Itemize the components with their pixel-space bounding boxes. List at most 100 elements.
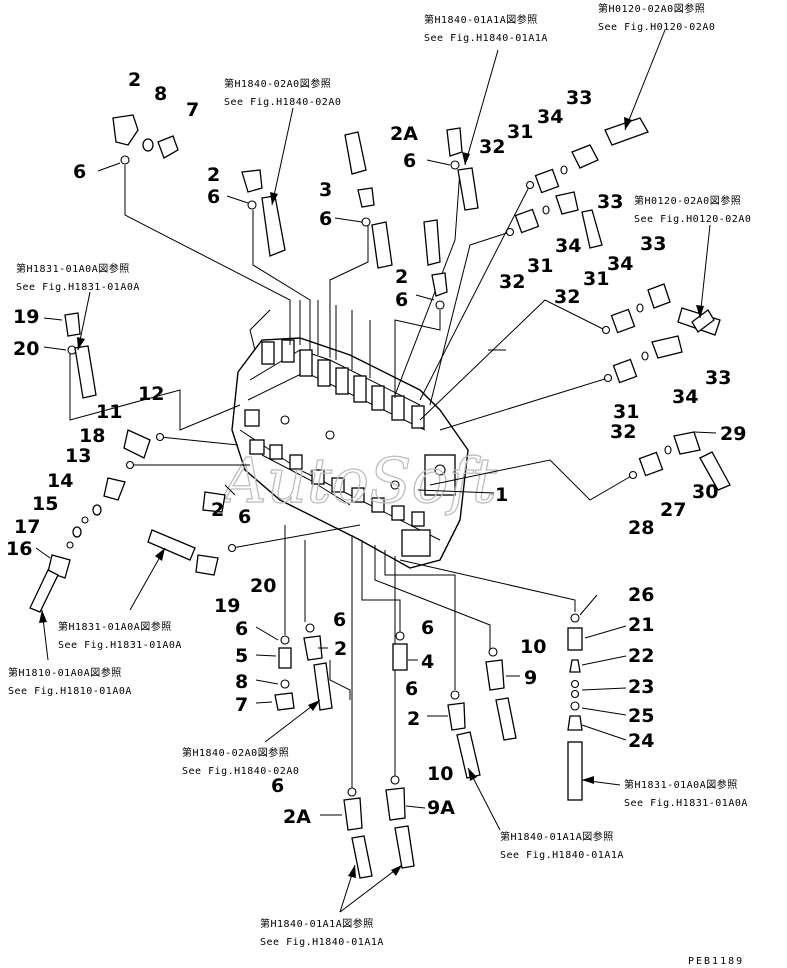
callout-2: 2 (395, 266, 408, 288)
leader-lines (69, 165, 634, 790)
svg-text:See Fig.H1840-01A1A: See Fig.H1840-01A1A (260, 937, 384, 948)
svg-text:第H1840-02A0図参照: 第H1840-02A0図参照 (182, 746, 289, 759)
callout-6: 6 (271, 775, 284, 797)
svg-text:See Fig.H1840-01A1A: See Fig.H1840-01A1A (424, 33, 548, 44)
svg-text:第H1831-01A0A図参照: 第H1831-01A0A図参照 (624, 778, 738, 791)
svg-text:第H1840-01A1A図参照: 第H1840-01A1A図参照 (500, 830, 614, 843)
callout-32: 32 (499, 271, 525, 293)
svg-text:See Fig.H1840-02A0: See Fig.H1840-02A0 (224, 97, 341, 108)
svg-text:第H1831-01A0A図参照: 第H1831-01A0A図参照 (58, 620, 172, 633)
ref-h1831-01a0a-left: 第H1831-01A0A図参照 See Fig.H1831-01A0A (16, 262, 140, 293)
svg-text:第H1810-01A0A図参照: 第H1810-01A0A図参照 (8, 666, 122, 679)
ref-h1810-01a0a: 第H1810-01A0A図参照 See Fig.H1810-01A0A (8, 666, 132, 697)
callout-6: 6 (73, 161, 86, 183)
callout-26: 26 (628, 584, 654, 606)
callout-31: 31 (583, 268, 609, 290)
callout-10: 10 (427, 763, 453, 785)
callout-14: 14 (47, 470, 73, 492)
callout-2: 2 (211, 499, 224, 521)
callout-22: 22 (628, 645, 654, 667)
callout-6: 6 (403, 150, 416, 172)
callout-6: 6 (405, 678, 418, 700)
callout-20: 20 (250, 575, 276, 597)
ref-h1831-01a0a-right: 第H1831-01A0A図参照 See Fig.H1831-01A0A (624, 778, 748, 809)
callout-2: 2 (407, 708, 420, 730)
callout-2: 2 (128, 69, 141, 91)
callout-6: 6 (395, 289, 408, 311)
callout-2A: 2A (390, 123, 418, 145)
callout-32: 32 (554, 286, 580, 308)
svg-text:See Fig.H1840-02A0: See Fig.H1840-02A0 (182, 766, 299, 777)
callout-33: 33 (597, 191, 623, 213)
callout-25: 25 (628, 705, 654, 727)
callout-8: 8 (154, 83, 167, 105)
callout-24: 24 (628, 730, 654, 752)
ref-h1831-01a0a-lower-left: 第H1831-01A0A図参照 See Fig.H1831-01A0A (58, 620, 182, 651)
svg-text:第H0120-02A0図参照: 第H0120-02A0図参照 (598, 2, 705, 15)
callout-34: 34 (555, 235, 581, 257)
svg-text:See Fig.H0120-02A0: See Fig.H0120-02A0 (598, 22, 715, 33)
callout-9: 9 (524, 667, 537, 689)
figure-references: 第H1840-01A1A図参照 See Fig.H1840-01A1A 第H01… (8, 2, 751, 948)
callout-27: 27 (660, 499, 686, 521)
callout-13: 13 (65, 445, 91, 467)
ref-h1840-02a0-bottom: 第H1840-02A0図参照 See Fig.H1840-02A0 (182, 746, 299, 777)
callout-16: 16 (6, 538, 32, 560)
callout-32: 32 (479, 136, 505, 158)
callout-32: 32 (610, 421, 636, 443)
svg-text:第H1840-02A0図参照: 第H1840-02A0図参照 (224, 77, 331, 90)
callout-9A: 9A (427, 797, 455, 819)
parts (29, 114, 731, 879)
watermark: AutoSoft (217, 444, 497, 517)
callout-12: 12 (138, 383, 164, 405)
callout-7: 7 (235, 694, 248, 716)
ref-h0120-02a0-right: 第H0120-02A0図参照 See Fig.H0120-02A0 (634, 194, 751, 225)
callout-18: 18 (79, 425, 105, 447)
callout-6: 6 (238, 506, 251, 528)
svg-text:See Fig.H1831-01A0A: See Fig.H1831-01A0A (16, 282, 140, 293)
svg-text:See Fig.H1831-01A0A: See Fig.H1831-01A0A (58, 640, 182, 651)
ref-h0120-02a0-top: 第H0120-02A0図参照 See Fig.H0120-02A0 (598, 2, 715, 33)
callout-10: 10 (520, 636, 546, 658)
ref-h1840-02a0-top: 第H1840-02A0図参照 See Fig.H1840-02A0 (224, 77, 341, 108)
svg-text:See Fig.H1810-01A0A: See Fig.H1810-01A0A (8, 686, 132, 697)
callout-2: 2 (207, 164, 220, 186)
svg-text:See Fig.H0120-02A0: See Fig.H0120-02A0 (634, 214, 751, 225)
callout-17: 17 (14, 516, 40, 538)
callout-34: 34 (537, 106, 563, 128)
callout-28: 28 (628, 517, 654, 539)
callout-21: 21 (628, 614, 654, 636)
svg-text:See Fig.H1840-01A1A: See Fig.H1840-01A1A (500, 850, 624, 861)
callout-6: 6 (235, 618, 248, 640)
callout-2: 2 (334, 638, 347, 660)
callout-4: 4 (421, 651, 434, 673)
callout-33: 33 (705, 367, 731, 389)
callout-31: 31 (613, 401, 639, 423)
callout-5: 5 (235, 645, 248, 667)
callout-33: 33 (566, 87, 592, 109)
callout-2A: 2A (283, 806, 311, 828)
callout-3: 3 (319, 179, 332, 201)
callout-34: 34 (607, 253, 633, 275)
callout-30: 30 (692, 481, 718, 503)
callout-7: 7 (186, 99, 199, 121)
control-valve-body (231, 337, 469, 569)
callout-31: 31 (527, 255, 553, 277)
ref-h1840-01a1a-bottom: 第H1840-01A1A図参照 See Fig.H1840-01A1A (260, 917, 384, 948)
callout-leaders (35, 159, 717, 816)
callout-6: 6 (207, 186, 220, 208)
callout-11: 11 (96, 401, 122, 423)
svg-text:第H1840-01A1A図参照: 第H1840-01A1A図参照 (260, 917, 374, 930)
svg-text:第H0120-02A0図参照: 第H0120-02A0図参照 (634, 194, 741, 207)
callout-15: 15 (32, 493, 58, 515)
callout-6: 6 (319, 208, 332, 230)
reference-arrows (39, 29, 711, 913)
svg-text:See Fig.H1831-01A0A: See Fig.H1831-01A0A (624, 798, 748, 809)
svg-text:第H1840-01A1A図参照: 第H1840-01A1A図参照 (424, 13, 538, 26)
callout-labels: 1 2 2 2 2 2 2 2A 2A 3 4 5 6 6 6 6 6 6 6 … (6, 69, 746, 828)
svg-text:第H1831-01A0A図参照: 第H1831-01A0A図参照 (16, 262, 130, 275)
callout-8: 8 (235, 671, 248, 693)
callout-6: 6 (333, 609, 346, 631)
callout-31: 31 (507, 121, 533, 143)
